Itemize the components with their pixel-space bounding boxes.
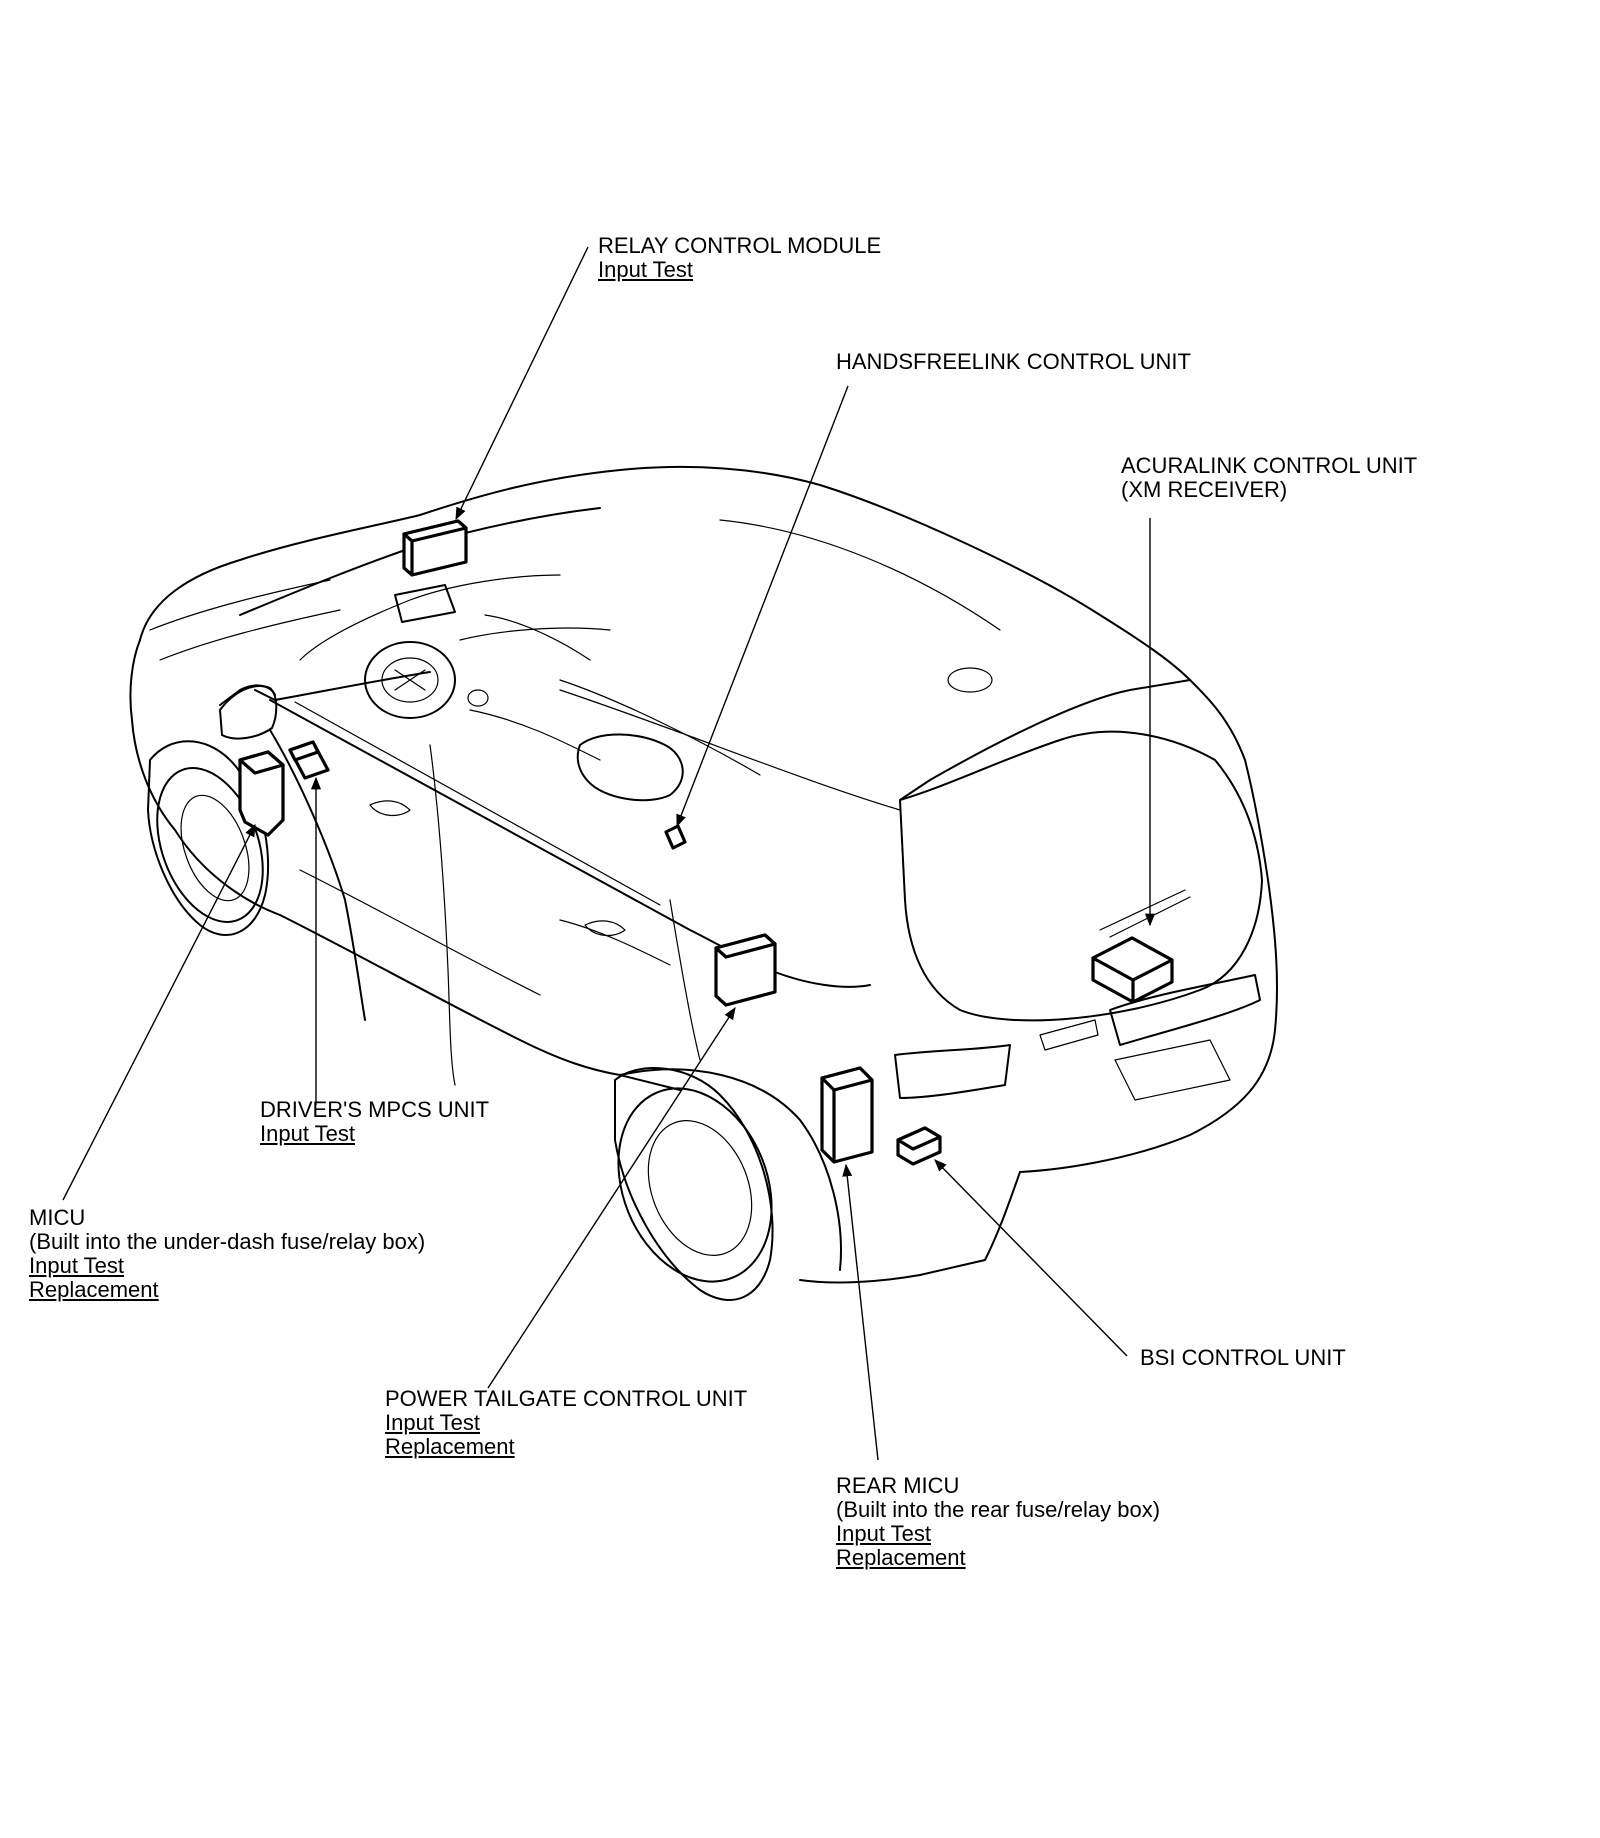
callout-micu: MICU (Built into the under-dash fuse/rel… <box>29 1206 425 1302</box>
acuralink-note: (XM RECEIVER) <box>1121 477 1288 502</box>
power-tailgate-box <box>714 933 777 1007</box>
drivers-mpcs-label: DRIVER'S MPCS UNIT <box>260 1097 490 1122</box>
micu-label: MICU <box>29 1205 86 1230</box>
acuralink-box <box>1091 936 1174 1004</box>
relay-control-module-box <box>402 519 468 577</box>
bsi-box <box>896 1126 942 1166</box>
relay-control-module-input-test-link[interactable]: Input Test <box>598 257 693 282</box>
leader-relay-control-module <box>455 246 589 521</box>
leader-handsfreelink <box>676 385 849 828</box>
leader-micu <box>62 823 256 1201</box>
handsfreelink-label: HANDSFREELINK CONTROL UNIT <box>836 349 1191 374</box>
rear-micu-box <box>820 1066 874 1164</box>
leader-bsi <box>934 1159 1128 1357</box>
callout-acuralink: ACURALINK CONTROL UNIT (XM RECEIVER) <box>1121 454 1417 502</box>
acuralink-label: ACURALINK CONTROL UNIT <box>1121 453 1418 478</box>
relay-control-module-label: RELAY CONTROL MODULE <box>598 233 882 258</box>
drivers-mpcs-input-test-link[interactable]: Input Test <box>260 1121 355 1146</box>
micu-box <box>238 750 285 837</box>
micu-replacement-link[interactable]: Replacement <box>29 1277 159 1302</box>
rear-micu-note: (Built into the rear fuse/relay box) <box>836 1497 1161 1522</box>
callout-handsfreelink: HANDSFREELINK CONTROL UNIT <box>836 350 1191 374</box>
callout-power-tailgate: POWER TAILGATE CONTROL UNIT Input Test R… <box>385 1387 747 1459</box>
callout-relay-control-module: RELAY CONTROL MODULE Input Test <box>598 234 881 282</box>
power-tailgate-replacement-link[interactable]: Replacement <box>385 1434 515 1459</box>
micu-note: (Built into the under-dash fuse/relay bo… <box>29 1229 426 1254</box>
vehicle-outline <box>129 465 1279 1301</box>
bsi-label: BSI CONTROL UNIT <box>1140 1345 1346 1370</box>
leader-power-tailgate <box>487 1006 736 1389</box>
leader-lines <box>62 246 1156 1461</box>
rear-micu-input-test-link[interactable]: Input Test <box>836 1521 931 1546</box>
callout-bsi: BSI CONTROL UNIT <box>1140 1346 1346 1370</box>
callout-drivers-mpcs: DRIVER'S MPCS UNIT Input Test <box>260 1098 489 1146</box>
handsfreelink-box <box>664 824 687 850</box>
leader-rear-micu <box>842 1163 879 1461</box>
power-tailgate-input-test-link[interactable]: Input Test <box>385 1410 480 1435</box>
rear-micu-label: REAR MICU <box>836 1473 960 1498</box>
micu-input-test-link[interactable]: Input Test <box>29 1253 124 1278</box>
power-tailgate-label: POWER TAILGATE CONTROL UNIT <box>385 1386 748 1411</box>
drivers-mpcs-box <box>288 740 330 780</box>
callout-rear-micu: REAR MICU (Built into the rear fuse/rela… <box>836 1474 1160 1570</box>
rear-micu-replacement-link[interactable]: Replacement <box>836 1545 966 1570</box>
